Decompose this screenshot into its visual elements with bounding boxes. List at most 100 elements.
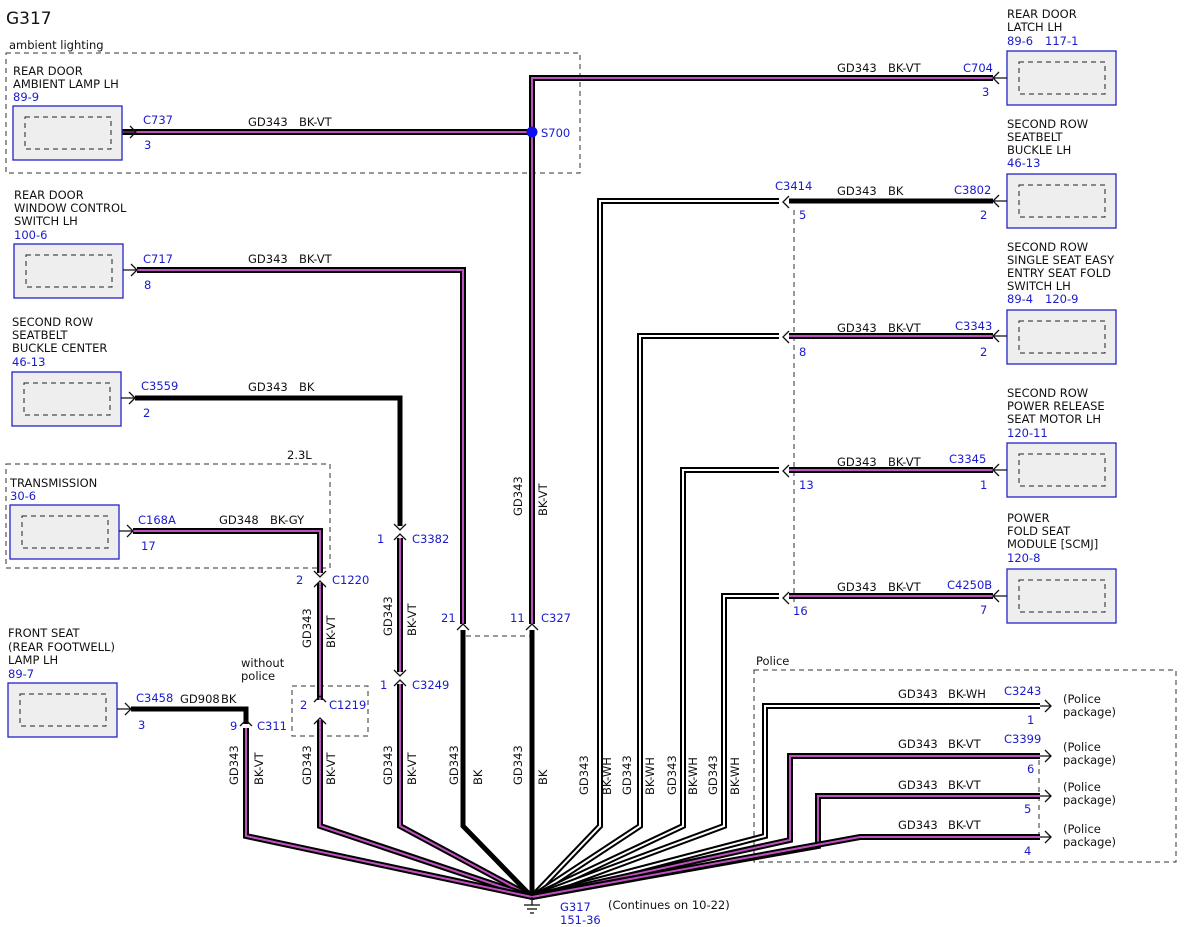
connector-label: C3249 — [412, 678, 449, 692]
police-wire-1[interactable]: GD343 BK-WH C3243 1 (Police package) — [898, 684, 1116, 727]
wire-circuit-label: GD343 — [837, 184, 877, 198]
wire-color-label: BK-VT — [948, 737, 982, 751]
pin-number: 5 — [1024, 802, 1031, 816]
connector-label: C168A — [138, 513, 176, 527]
pin-arrow-icon — [121, 391, 136, 405]
pin-arrow-icon — [1040, 699, 1052, 713]
connector-label: C717 — [143, 252, 173, 266]
splice-s700[interactable]: S700 — [526, 126, 571, 140]
component-second-row-seatbelt-buckle-lh[interactable]: SECOND ROW SEATBELT BUCKLE LH 46-13 C380… — [837, 117, 1117, 229]
pin-arrow-icon — [313, 717, 327, 725]
component-rear-door-ambient-lamp-lh[interactable]: REAR DOOR AMBIENT LAMP LH 89-9 C737 3 GD… — [12, 64, 333, 161]
component-rear-door-window-control-switch-lh[interactable]: REAR DOOR WINDOW CONTROL SWITCH LH 100-6… — [13, 188, 333, 299]
connector-label: C311 — [257, 719, 287, 733]
component-name-line: FRONT SEAT — [8, 626, 80, 640]
component-transmission[interactable]: TRANSMISSION 30-6 C168A 17 GD348 BK-GY — [9, 476, 305, 560]
component-ref: 46-13 — [12, 355, 45, 369]
wire-color-label: BK-VT — [888, 321, 922, 335]
wire-circuit-label: GD343 — [837, 455, 877, 469]
pin-number: 5 — [799, 208, 806, 222]
component-name-line: REAR DOOR — [14, 188, 84, 202]
ground-label: G317 — [560, 900, 591, 914]
connector-label: C327 — [541, 611, 571, 625]
police-wire-4[interactable]: GD343 BK-VT 4 (Police package) — [898, 818, 1116, 858]
component-name-line: SEAT MOTOR LH — [1007, 412, 1101, 426]
pin-arrow-icon — [122, 125, 137, 139]
bottom-wire-labels: GD343 BK-VT GD343 BK-VT GD343 BK-VT GD34… — [227, 745, 742, 795]
pin-arrow-icon — [456, 623, 470, 631]
component-box — [1006, 442, 1117, 498]
connector-label: C3802 — [954, 183, 991, 197]
c3382-wire-circuit-label: GD343 — [381, 596, 395, 636]
connector-c3382[interactable]: 1 C3382 — [377, 523, 449, 546]
component-box — [9, 504, 120, 560]
bottom-color-label: BK-WH — [728, 757, 742, 795]
engine-option-region: 2.3L — [5, 448, 331, 569]
component-inner-outline — [21, 515, 109, 549]
connector-c327[interactable]: 21 11 C327 — [441, 611, 571, 631]
destination-label: (Police — [1063, 740, 1101, 754]
wire-color-label: BK-VT — [299, 252, 333, 266]
police-wire-3[interactable]: GD343 BK-VT 5 (Police package) — [898, 778, 1116, 816]
ground-g317[interactable]: G317 151-36 (Continues on 10-22) — [524, 897, 730, 927]
wire-circuit-label: GD343 — [248, 380, 288, 394]
pin-arrow-icon — [123, 263, 138, 277]
component-name-line: SEATBELT — [12, 328, 69, 342]
pin-arrow-icon — [992, 589, 1007, 603]
connector-c1220[interactable]: 2 C1220 — [296, 570, 369, 588]
bottom-color-label: BK-VT — [324, 751, 338, 785]
pin-arrow-icon — [117, 702, 132, 716]
wire-circuit-label: GD343 — [837, 580, 877, 594]
component-inner-outline — [1018, 61, 1106, 95]
connector-c3249[interactable]: 1 C3249 — [380, 669, 449, 692]
bottom-circuit-label: GD343 — [300, 745, 314, 785]
wire-path — [531, 595, 779, 898]
component-name-line: SWITCH LH — [14, 214, 78, 228]
component-name-line: REAR DOOR — [1007, 7, 1077, 21]
component-name-line: REAR DOOR — [13, 64, 83, 78]
police-label: Police — [756, 654, 789, 668]
component-second-row-easy-entry-seat-fold-switch-lh[interactable]: SECOND ROW SINGLE SEAT EASY ENTRY SEAT F… — [837, 240, 1117, 365]
component-name-line: ENTRY SEAT FOLD — [1007, 266, 1111, 280]
wire-path — [397, 684, 534, 900]
wire-path — [133, 528, 323, 573]
component-name-line: SWITCH LH — [1007, 279, 1071, 293]
wire-harness — [122, 75, 1040, 900]
component-rear-door-latch-lh[interactable]: REAR DOOR LATCH LH 89-6 117-1 C704 3 GD3… — [837, 7, 1117, 106]
component-name-line: POWER RELEASE — [1007, 399, 1105, 413]
component-name-line: POWER — [1007, 511, 1050, 525]
wire-color-label: BK-VT — [948, 778, 982, 792]
wire-color-label: BK — [221, 692, 237, 706]
connector-label: C3559 — [141, 379, 178, 393]
pin-arrow-icon — [782, 330, 790, 344]
component-inner-outline — [23, 382, 111, 416]
wire-path — [531, 200, 779, 898]
police-wire-2[interactable]: GD343 BK-VT C3399 6 (Police package) — [898, 732, 1116, 776]
component-second-row-power-release-seat-motor-lh[interactable]: SECOND ROW POWER RELEASE SEAT MOTOR LH 1… — [837, 386, 1117, 498]
pin-number: 6 — [1027, 762, 1034, 776]
pin-number: 2 — [980, 345, 987, 359]
bottom-circuit-label: GD343 — [620, 755, 634, 795]
pin-arrow-icon — [393, 533, 407, 541]
pin-number: 2 — [300, 698, 307, 712]
component-power-fold-seat-module[interactable]: POWER FOLD SEAT MODULE [SCMJ] 120-8 C425… — [837, 511, 1117, 624]
component-inner-outline — [24, 116, 112, 150]
c327-dashed-link — [462, 630, 533, 637]
bottom-color-label: BK-WH — [686, 757, 700, 795]
component-ref-secondary: 120-9 — [1045, 292, 1078, 306]
component-name-line: (REAR FOOTWELL) — [8, 640, 115, 654]
destination-label: package) — [1063, 705, 1116, 719]
pin-number: 11 — [510, 611, 525, 625]
wire-color-label: BK-VT — [888, 580, 922, 594]
connector-c311[interactable]: 9 C311 — [230, 719, 287, 733]
component-second-row-seatbelt-buckle-center[interactable]: SECOND ROW SEATBELT BUCKLE CENTER 46-13 … — [11, 315, 315, 427]
component-name-line: MODULE [SCMJ] — [1007, 537, 1098, 551]
bottom-color-label: BK-WH — [643, 757, 657, 795]
connector-label: C3382 — [412, 532, 449, 546]
connector-c3414[interactable]: C3414 5 8 13 16 — [775, 179, 814, 618]
wire-color-label: BK — [888, 184, 904, 198]
connector-c1219[interactable]: 2 C1219 — [300, 695, 366, 725]
pin-arrow-icon — [393, 679, 407, 687]
connector-label: C1219 — [329, 698, 366, 712]
component-front-seat-rear-footwell-lamp-lh[interactable]: FRONT SEAT (REAR FOOTWELL) LAMP LH 89-7 … — [7, 626, 237, 738]
